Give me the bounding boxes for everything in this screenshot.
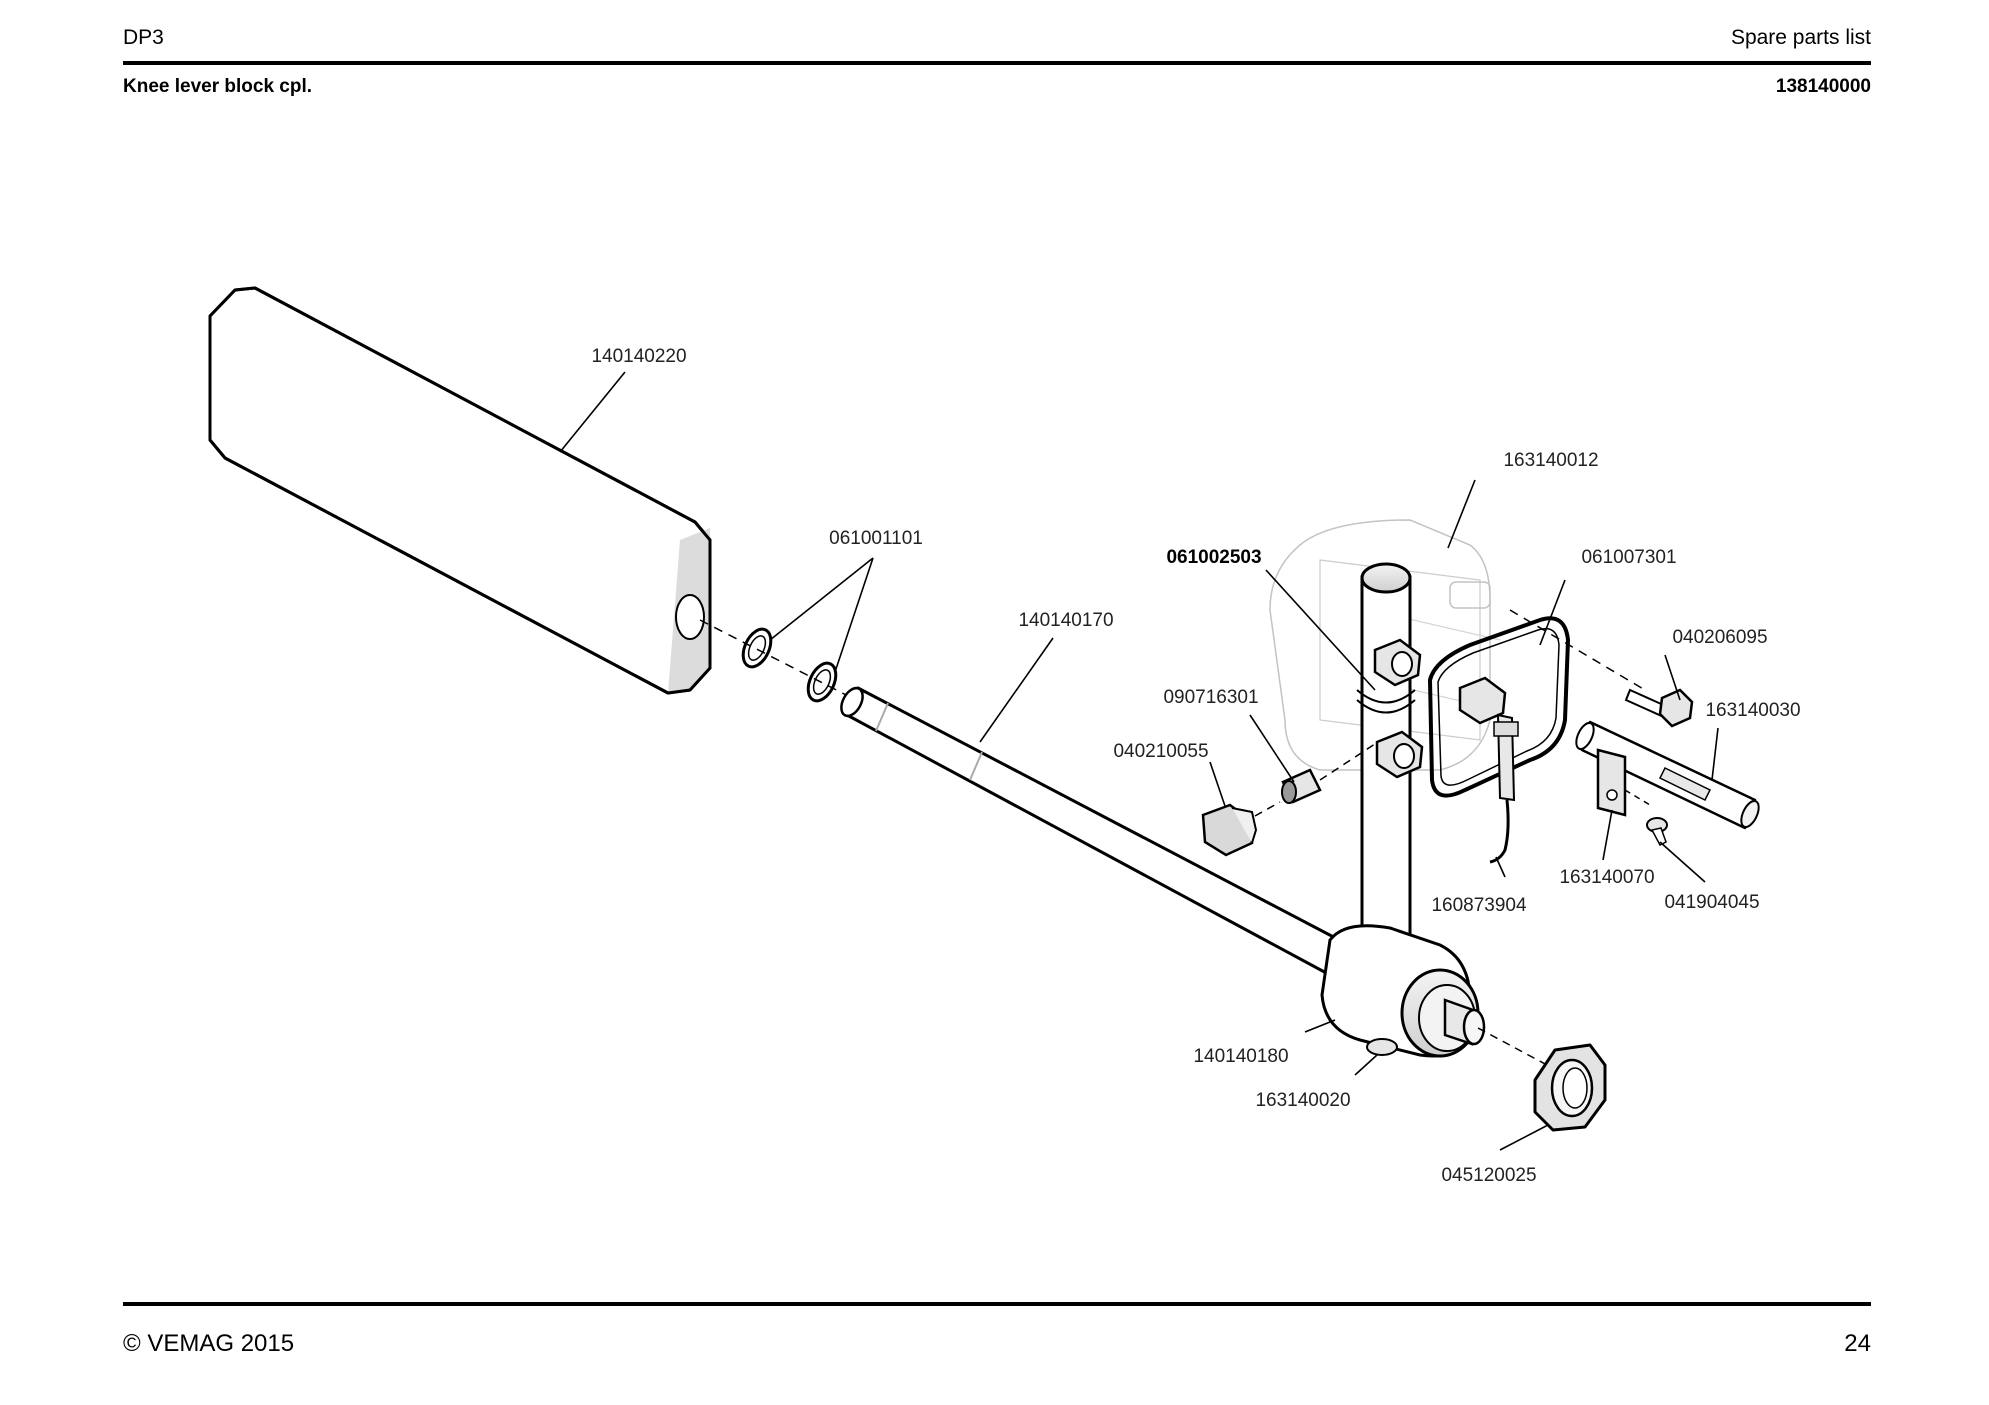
label-163140020: 163140020 <box>1255 1090 1350 1111</box>
header-rule <box>123 61 1871 65</box>
document-type: Spare parts list <box>1730 26 1871 49</box>
page-number: 24 <box>1844 1330 1871 1357</box>
clip-163140070 <box>1596 748 1627 817</box>
label-140140170: 140140170 <box>1018 610 1113 631</box>
label-163140012: 163140012 <box>1503 450 1598 471</box>
pin-163140030 <box>1575 720 1760 830</box>
hub-pin <box>1366 1038 1398 1056</box>
leader-lines <box>559 371 1719 1151</box>
label-090716301: 090716301 <box>1163 687 1258 708</box>
o-ring-1 <box>741 627 773 669</box>
label-061001101: 061001101 <box>829 528 923 549</box>
model-name: DP3 <box>123 26 164 49</box>
copyright: © VEMAG 2015 <box>123 1330 295 1357</box>
axis-line <box>699 619 851 698</box>
label-163140030: 163140030 <box>1705 700 1800 721</box>
label-040206095: 040206095 <box>1672 627 1767 648</box>
screw-041904045 <box>1624 789 1668 846</box>
label-061007301: 061007301 <box>1581 547 1676 568</box>
assembly-name: Knee lever block cpl. <box>123 76 313 97</box>
knee-pad <box>208 286 712 695</box>
large-o-ring <box>1427 616 1571 798</box>
bolt-040206095 <box>1624 688 1694 728</box>
lever-hub <box>1320 924 1486 1058</box>
label-160873904: 160873904 <box>1431 895 1527 916</box>
label-040210055: 040210055 <box>1113 741 1208 762</box>
label-140140220: 140140220 <box>591 346 686 367</box>
o-ring-2 <box>806 661 838 703</box>
column-bolt-lower <box>1375 730 1424 779</box>
column-bolt-upper <box>1373 638 1422 687</box>
label-163140070: 163140070 <box>1559 867 1654 888</box>
assembly-number: 138140000 <box>1775 76 1871 97</box>
footer-rule <box>123 1302 1871 1306</box>
sensor <box>1489 713 1519 864</box>
axis-line-right <box>1509 609 1646 691</box>
column-bolt-middle <box>1458 676 1507 725</box>
label-140140180: 140140180 <box>1193 1046 1288 1067</box>
label-045120025: 045120025 <box>1441 1165 1536 1186</box>
nut-045120025 <box>1533 1043 1607 1132</box>
lever-shaft <box>840 686 1347 977</box>
plug-040210055 <box>1201 801 1281 857</box>
label-061002503: 061002503 <box>1166 547 1261 568</box>
label-041904045: 041904045 <box>1664 892 1759 913</box>
